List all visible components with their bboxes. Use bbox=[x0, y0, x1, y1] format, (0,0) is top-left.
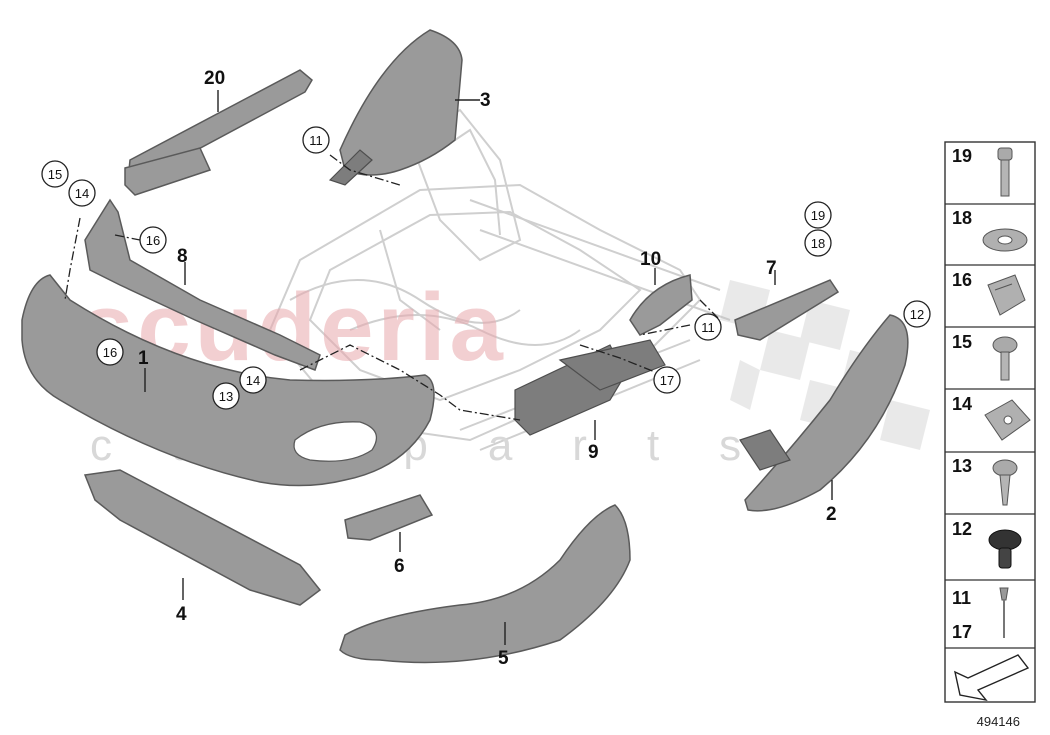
legend-number-18: 18 bbox=[952, 208, 972, 228]
legend-row-15: 15 bbox=[952, 332, 1018, 381]
callout-7: 7 bbox=[766, 258, 777, 279]
legend-number-19: 19 bbox=[952, 146, 972, 166]
callout-5: 5 bbox=[498, 648, 509, 669]
self-tapping-screw-icon bbox=[992, 459, 1018, 506]
part-5-rear-trim[interactable] bbox=[339, 504, 631, 664]
legend-row-13: 13 bbox=[952, 456, 1018, 506]
hardware-legend: 19 18 16 15 bbox=[944, 141, 1036, 703]
callout-20: 20 bbox=[204, 68, 225, 89]
circled-14a: 14 bbox=[75, 186, 89, 201]
part-6-clip-cover[interactable] bbox=[344, 494, 434, 552]
legend-row-14: 14 bbox=[952, 394, 1031, 441]
callout-2: 2 bbox=[826, 504, 837, 525]
circled-13: 13 bbox=[219, 389, 233, 404]
clip-icon bbox=[987, 274, 1026, 316]
part-10-bracket[interactable] bbox=[629, 268, 693, 336]
legend-number-16: 16 bbox=[952, 270, 972, 290]
legend-number-15: 15 bbox=[952, 332, 972, 352]
rivet-icon bbox=[988, 529, 1022, 569]
callout-1: 1 bbox=[138, 348, 149, 369]
part-1-front-trim[interactable] bbox=[21, 274, 435, 487]
circled-15: 15 bbox=[48, 167, 62, 182]
screw-icon bbox=[992, 336, 1018, 381]
circled-callouts: 11 15 14 16 16 13 14 19 18 11 17 12 bbox=[41, 126, 931, 410]
part-7-rail-cover[interactable] bbox=[734, 270, 840, 341]
legend-row-19: 19 bbox=[952, 146, 1013, 197]
legend-row-11-17: 11 17 bbox=[952, 587, 1009, 642]
circled-17: 17 bbox=[660, 373, 674, 388]
washer-icon bbox=[982, 228, 1028, 252]
diagram-number: 494146 bbox=[977, 714, 1020, 729]
part-20-trim-strip[interactable] bbox=[124, 69, 313, 196]
legend-number-14: 14 bbox=[952, 394, 972, 414]
circled-11b: 11 bbox=[701, 320, 715, 335]
circled-14b: 14 bbox=[246, 373, 260, 388]
legend-number-11: 11 bbox=[952, 588, 971, 608]
pin-icon bbox=[999, 587, 1009, 638]
part-3-backrest-cover[interactable] bbox=[328, 29, 480, 186]
callout-6: 6 bbox=[394, 556, 405, 577]
part-2-outer-trim[interactable] bbox=[739, 314, 909, 512]
legend-row-12: 12 bbox=[952, 519, 1022, 569]
leader-lines bbox=[64, 154, 719, 421]
legend-row-18: 18 bbox=[952, 208, 1028, 252]
circled-18: 18 bbox=[811, 236, 825, 251]
circled-12: 12 bbox=[910, 307, 924, 322]
callout-3: 3 bbox=[480, 90, 491, 111]
legend-number-13: 13 bbox=[952, 456, 972, 476]
legend-row-16: 16 bbox=[952, 270, 1026, 316]
callout-4: 4 bbox=[176, 604, 187, 625]
callout-8: 8 bbox=[177, 246, 188, 267]
legend-number-17: 17 bbox=[952, 622, 972, 642]
part-9-seat-module[interactable] bbox=[514, 339, 666, 440]
callout-9: 9 bbox=[588, 442, 599, 463]
circled-16a: 16 bbox=[146, 233, 160, 248]
part-4-lower-trim[interactable] bbox=[83, 469, 322, 606]
callouts: 20 3 8 1 10 7 9 2 6 4 5 bbox=[138, 68, 837, 669]
legend-number-12: 12 bbox=[952, 519, 972, 539]
clip-nut-icon bbox=[984, 399, 1031, 441]
bolt-icon bbox=[997, 147, 1013, 197]
circled-11a: 11 bbox=[309, 133, 323, 148]
direction-arrow-icon bbox=[954, 654, 1030, 702]
part-8-side-trim[interactable] bbox=[84, 198, 321, 371]
circled-19: 19 bbox=[811, 208, 825, 223]
callout-10: 10 bbox=[640, 249, 661, 270]
circled-16b: 16 bbox=[103, 345, 117, 360]
